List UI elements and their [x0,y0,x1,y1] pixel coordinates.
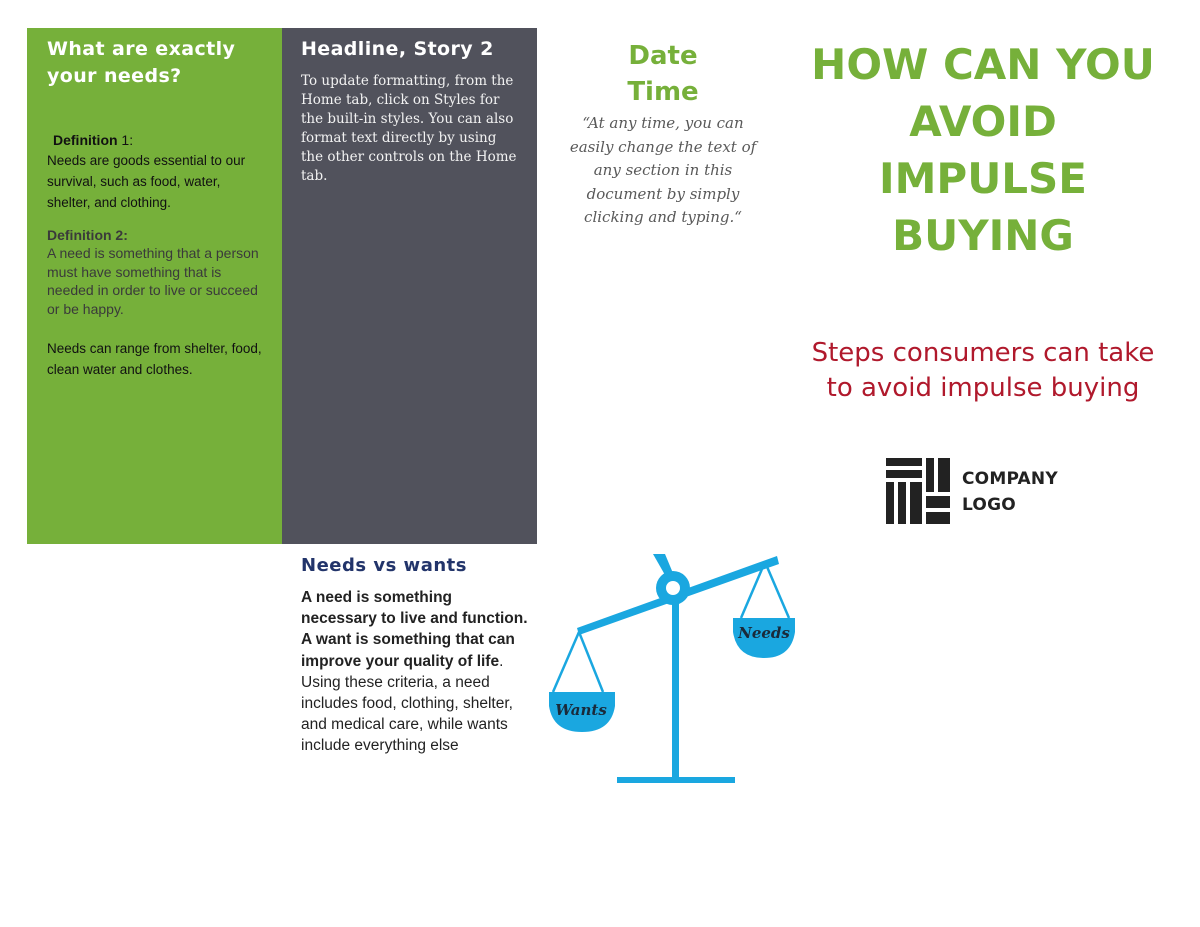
logo-line-2: LOGO [962,495,1016,515]
company-logo: COMPANY LOGO [886,458,1106,524]
time-label: Time [627,77,699,107]
date-label: Date [628,41,698,71]
needs-range-text: Needs can range from shelter, food, clea… [47,341,262,377]
definition-2-label: Definition 2: [47,227,128,243]
scale-pillar [672,600,679,778]
definition-2-text: A need is something that a person must h… [47,245,259,317]
cover-subtitle: Steps consumers can take to avoid impuls… [811,338,1155,403]
definition-1-text: Needs are goods essential to our surviva… [47,153,246,210]
definition-1-number: 1: [117,132,134,148]
scale-pivot-hole [666,581,680,595]
left-string-2 [577,631,605,693]
scale-base [617,777,735,783]
needs-pan-label: Needs [737,624,790,642]
right-string-2 [763,561,791,619]
right-string-1 [739,561,767,619]
balance-scale-icon [549,554,795,783]
story-2-panel: Headline, Story 2 To update formatting, … [282,28,537,544]
company-logo-text: COMPANY LOGO [962,466,1058,518]
pull-quote: “At any time, you can easily change the … [569,114,757,226]
needs-vs-wants-heading: Needs vs wants [301,555,467,576]
date-time-block: Date Time “At any time, you can easily c… [568,38,758,230]
story-2-body: To update formatting, from the Home tab,… [301,73,517,184]
needs-panel-body: Definition 1: Needs are goods essential … [47,132,262,380]
story-2-heading: Headline, Story 2 [301,38,494,60]
left-string-1 [551,631,581,693]
needs-vs-wants-plain-text: . Using these criteria, a need includes … [301,652,513,755]
left-pan [549,692,615,732]
needs-vs-wants-section: Needs vs wants A need is something neces… [301,553,531,757]
needs-vs-wants-bold-text: A need is something necessary to live an… [301,589,528,670]
needs-definition-panel: What are exactly your needs? Definition … [27,28,282,544]
cover-title: HOW CAN YOU AVOID IMPULSE BUYING [811,40,1155,260]
definition-1-label: Definition 1: [53,132,262,148]
balance-scale-illustration: Wants Needs [549,554,795,783]
definition-1-word: Definition [53,132,118,148]
company-logo-mark-icon [886,458,950,524]
needs-vs-wants-text: A need is something necessary to live an… [301,587,531,757]
needs-panel-heading: What are exactly your needs? [47,38,236,87]
right-pan [733,618,795,658]
logo-line-1: COMPANY [962,469,1058,489]
wants-pan-label: Wants [555,701,607,719]
